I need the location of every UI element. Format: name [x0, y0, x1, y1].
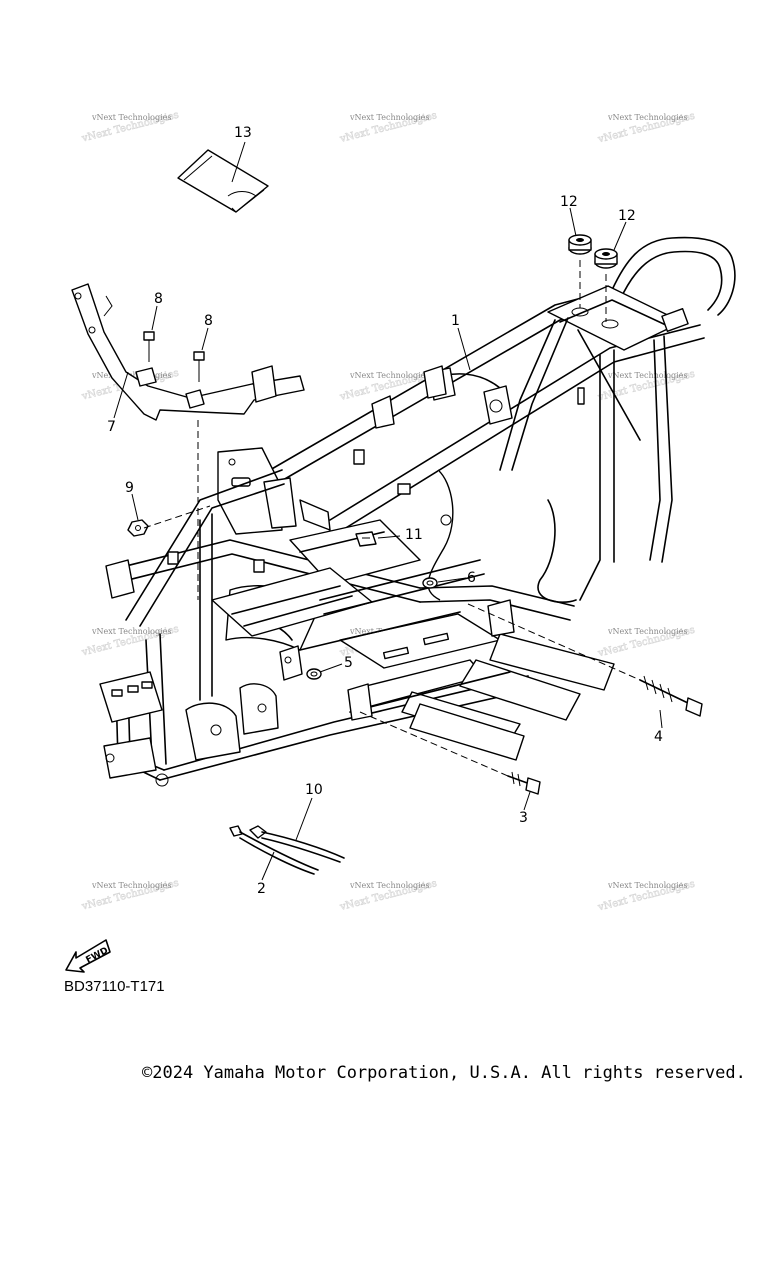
part-8-bolt — [193, 351, 205, 382]
assembly-line — [143, 505, 211, 529]
diagram-code: BD37110-T171 — [64, 978, 165, 995]
main-frame — [99, 236, 736, 787]
svg-text:vNext Technologies: vNext Technologies — [607, 627, 687, 636]
callout-8: 8 — [204, 313, 213, 329]
callout-12: 12 — [560, 194, 578, 210]
svg-text:vNext Technologies: vNext Technologies — [349, 371, 429, 380]
part-2-cable-tie — [229, 825, 319, 875]
forward-arrow-icon: FWD — [65, 939, 111, 973]
part-5-collar — [306, 668, 322, 680]
part-10-cable-tie — [249, 825, 345, 863]
callout-2: 2 — [257, 881, 266, 897]
part-6-collar — [422, 577, 438, 589]
callout-8: 8 — [154, 291, 163, 307]
svg-text:vNext Technologies: vNext Technologies — [349, 113, 429, 122]
part-7-bracket — [71, 283, 305, 421]
svg-text:vNext Technologies: vNext Technologies — [349, 881, 429, 890]
svg-text:vNext Technologies: vNext Technologies — [91, 113, 171, 122]
callout-3: 3 — [519, 810, 528, 826]
svg-text:vNext Technologies: vNext Technologies — [607, 371, 687, 380]
part-3-bolt — [359, 711, 541, 795]
part-12-grommet — [594, 248, 618, 269]
callout-9: 9 — [125, 480, 134, 496]
callout-4: 4 — [654, 729, 663, 745]
callouts: 13 12 12 8 8 1 7 9 11 6 5 4 3 10 2 — [107, 125, 663, 897]
callout-10: 10 — [305, 782, 323, 798]
callout-6: 6 — [467, 570, 476, 586]
callout-11: 11 — [405, 527, 423, 543]
callout-12: 12 — [618, 208, 636, 224]
copyright-notice: ©2024 Yamaha Motor Corporation, U.S.A. A… — [142, 1063, 746, 1083]
svg-text:vNext Technologies: vNext Technologies — [607, 113, 687, 122]
svg-text:vNext Technologies: vNext Technologies — [91, 881, 171, 890]
part-9-nut — [127, 519, 149, 537]
callout-13: 13 — [234, 125, 252, 141]
callout-7: 7 — [107, 419, 116, 435]
part-11-clip — [355, 531, 377, 547]
svg-text:vNext Technologies: vNext Technologies — [91, 627, 171, 636]
part-4-bolt — [467, 603, 703, 717]
svg-text:vNext Technologies: vNext Technologies — [607, 881, 687, 890]
leader-lines — [113, 141, 663, 881]
callout-5: 5 — [344, 655, 353, 671]
part-13-bag — [177, 149, 269, 213]
part-12-grommet — [568, 234, 592, 255]
callout-1: 1 — [451, 313, 460, 329]
part-8-bolt — [143, 331, 155, 362]
